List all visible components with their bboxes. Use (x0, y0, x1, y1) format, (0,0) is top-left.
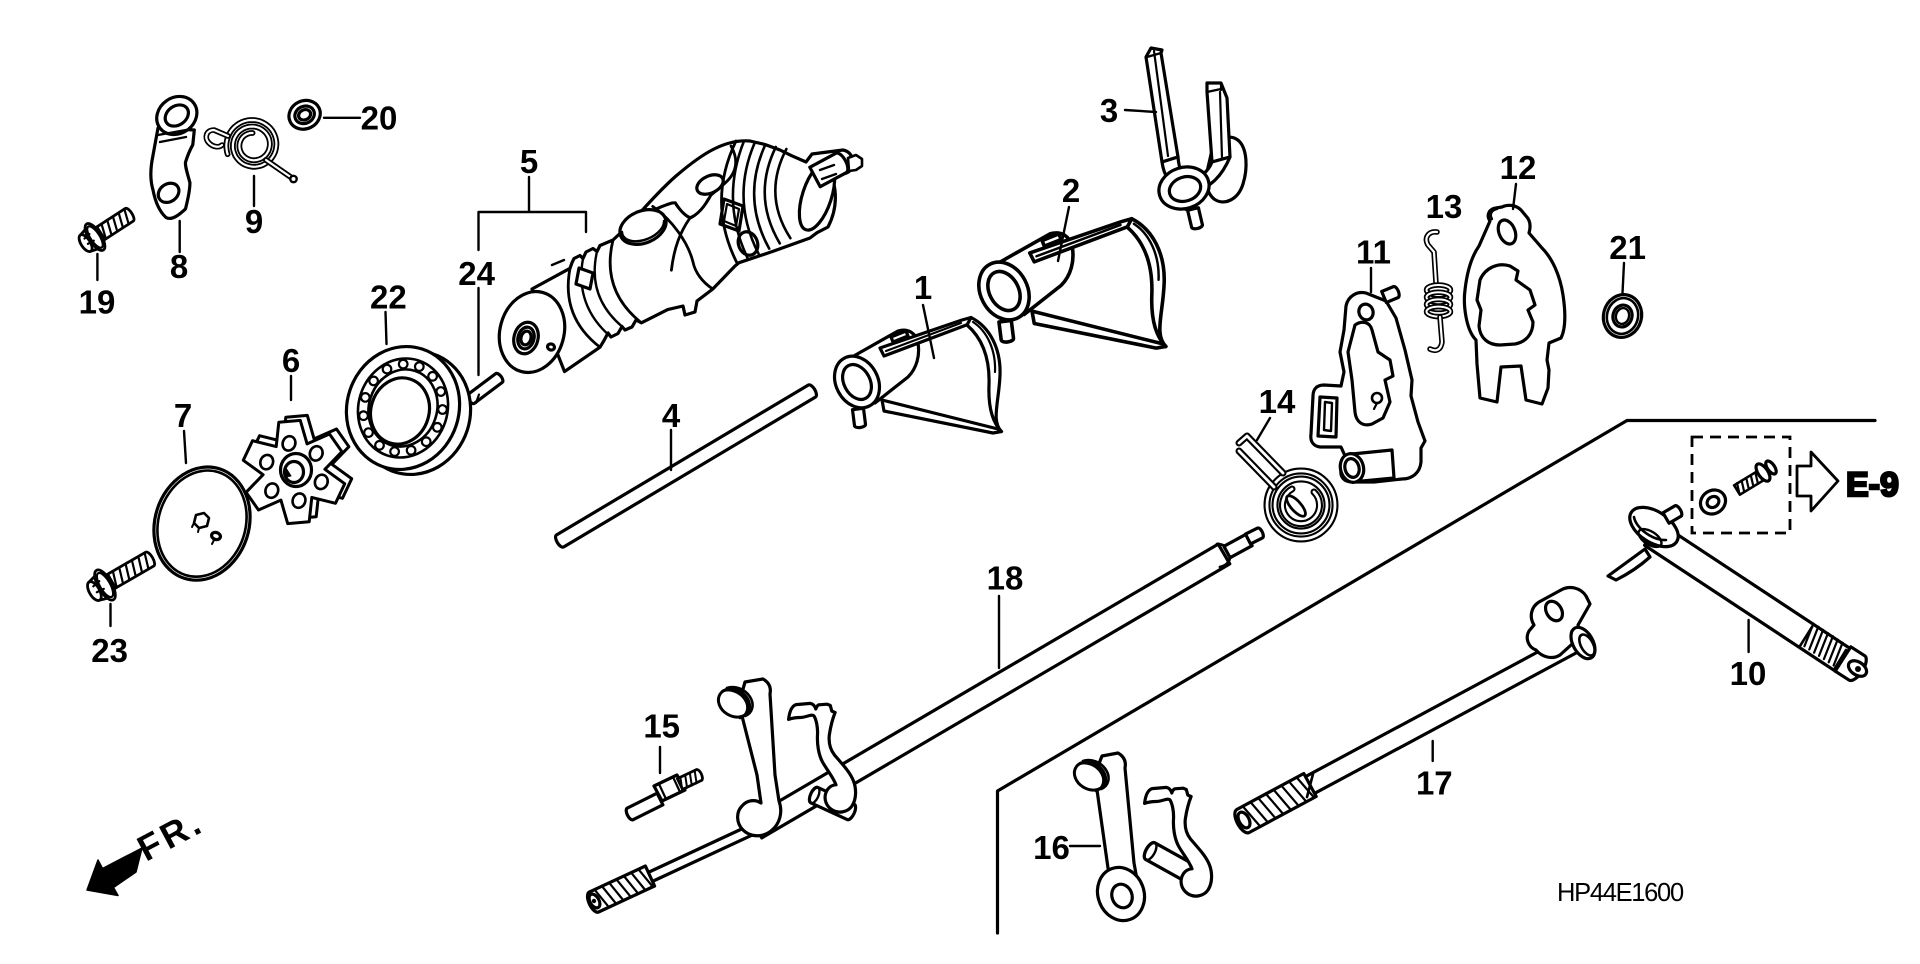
svg-text:14: 14 (1259, 383, 1296, 420)
svg-text:5: 5 (520, 143, 538, 180)
svg-text:19: 19 (79, 283, 116, 320)
svg-text:E-9: E-9 (1846, 466, 1899, 504)
svg-text:24: 24 (458, 255, 495, 292)
svg-text:3: 3 (1100, 92, 1118, 129)
svg-text:2: 2 (1062, 172, 1080, 209)
svg-text:7: 7 (174, 397, 192, 434)
svg-text:1: 1 (914, 269, 932, 306)
svg-text:HP44E1600: HP44E1600 (1557, 879, 1684, 907)
svg-text:20: 20 (361, 99, 398, 136)
svg-text:16: 16 (1033, 829, 1070, 866)
svg-text:21: 21 (1609, 229, 1646, 266)
svg-text:22: 22 (370, 278, 407, 315)
svg-text:8: 8 (170, 248, 188, 285)
svg-text:15: 15 (643, 707, 680, 744)
svg-text:10: 10 (1730, 655, 1767, 692)
svg-text:11: 11 (1356, 233, 1391, 270)
svg-text:17: 17 (1416, 764, 1453, 801)
svg-text:9: 9 (245, 203, 263, 240)
svg-text:13: 13 (1426, 188, 1463, 225)
svg-text:4: 4 (662, 397, 681, 434)
svg-text:18: 18 (987, 559, 1024, 596)
svg-text:6: 6 (282, 342, 300, 379)
svg-text:23: 23 (91, 632, 128, 669)
svg-text:12: 12 (1500, 149, 1537, 186)
